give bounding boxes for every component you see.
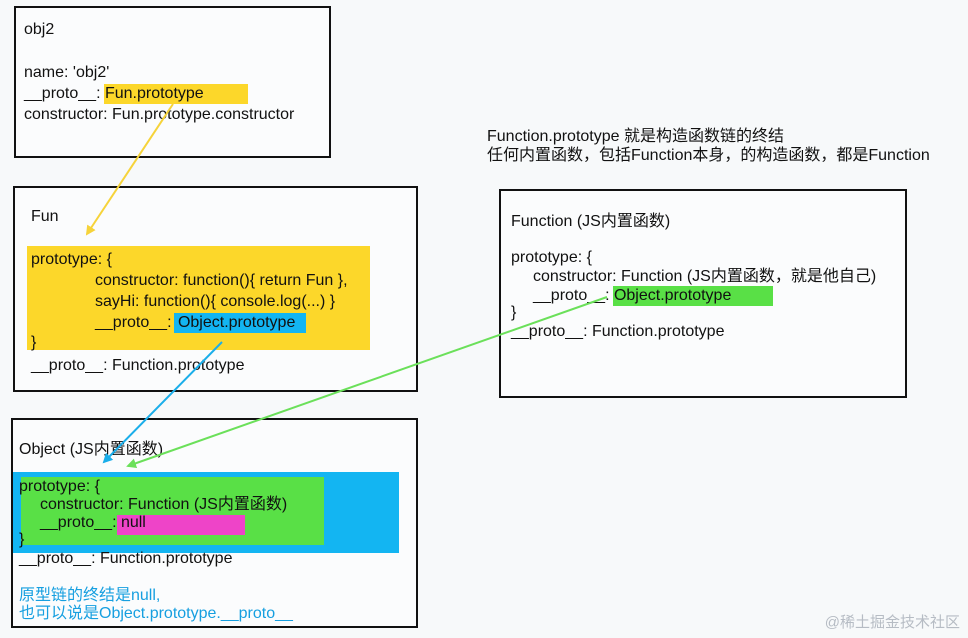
obj2-title: obj2 <box>24 21 55 38</box>
watermark: @稀土掘金技术社区 <box>824 614 960 631</box>
object-proto-line: __proto__: Function.prototype <box>19 550 233 567</box>
object-prototype-close: } <box>19 531 25 548</box>
fun-prototype-open: prototype: { <box>31 251 112 268</box>
obj2-name-line: name: 'obj2' <box>24 64 110 81</box>
object-inner-proto-value: null <box>120 514 146 531</box>
function-constructor-line: constructor: Function (JS内置函数，就是他自己) <box>533 268 877 285</box>
object-title: Object (JS内置函数) <box>19 441 164 458</box>
object-note-2: 也可以说是Object.prototype.__proto__ <box>19 605 293 622</box>
function-inner-proto-line: __proto__: Object.prototype <box>533 286 731 306</box>
note-line-1: Function.prototype 就是构造函数链的终结 <box>487 128 784 145</box>
fun-sayhi-line: sayHi: function(){ console.log(...) } <box>95 293 336 310</box>
fun-proto-line: __proto__: Function.prototype <box>31 357 245 374</box>
fun-constructor-line: constructor: function(){ return Fun }, <box>95 272 348 289</box>
note-line-2: 任何内置函数，包括Function本身，的构造函数，都是Function <box>487 147 930 164</box>
object-constructor-line: constructor: Function (JS内置函数) <box>40 496 288 513</box>
fun-inner-proto-line: __proto__: Object.prototype <box>95 313 295 333</box>
obj2-constructor-line: constructor: Fun.prototype.constructor <box>24 106 295 123</box>
function-prototype-close: } <box>511 304 517 321</box>
object-prototype-open: prototype: { <box>19 478 100 495</box>
obj2-proto-key: __proto__: <box>24 85 105 102</box>
function-title: Function (JS内置函数) <box>511 213 671 230</box>
function-proto-highlight <box>613 286 773 306</box>
obj2-proto-line: __proto__: Fun.prototype <box>24 84 204 104</box>
function-proto-line: __proto__: Function.prototype <box>511 323 725 340</box>
object-null-highlight <box>117 515 245 535</box>
fun-title: Fun <box>31 208 59 225</box>
object-inner-proto-line: __proto__: null <box>40 513 146 533</box>
object-note-1: 原型链的终结是null, <box>19 587 161 604</box>
obj2-proto-value: Fun.prototype <box>104 85 204 102</box>
fun-inner-proto-value: Object.prototype <box>177 314 296 331</box>
function-inner-proto-key: __proto__: <box>533 287 614 304</box>
fun-prototype-close: } <box>31 334 37 351</box>
object-inner-proto-key: __proto__: <box>40 514 121 531</box>
function-prototype-open: prototype: { <box>511 249 592 266</box>
fun-inner-proto-key: __proto__: <box>95 314 176 331</box>
function-inner-proto-value: Object.prototype <box>613 287 732 304</box>
obj2-proto-highlight <box>104 84 248 104</box>
